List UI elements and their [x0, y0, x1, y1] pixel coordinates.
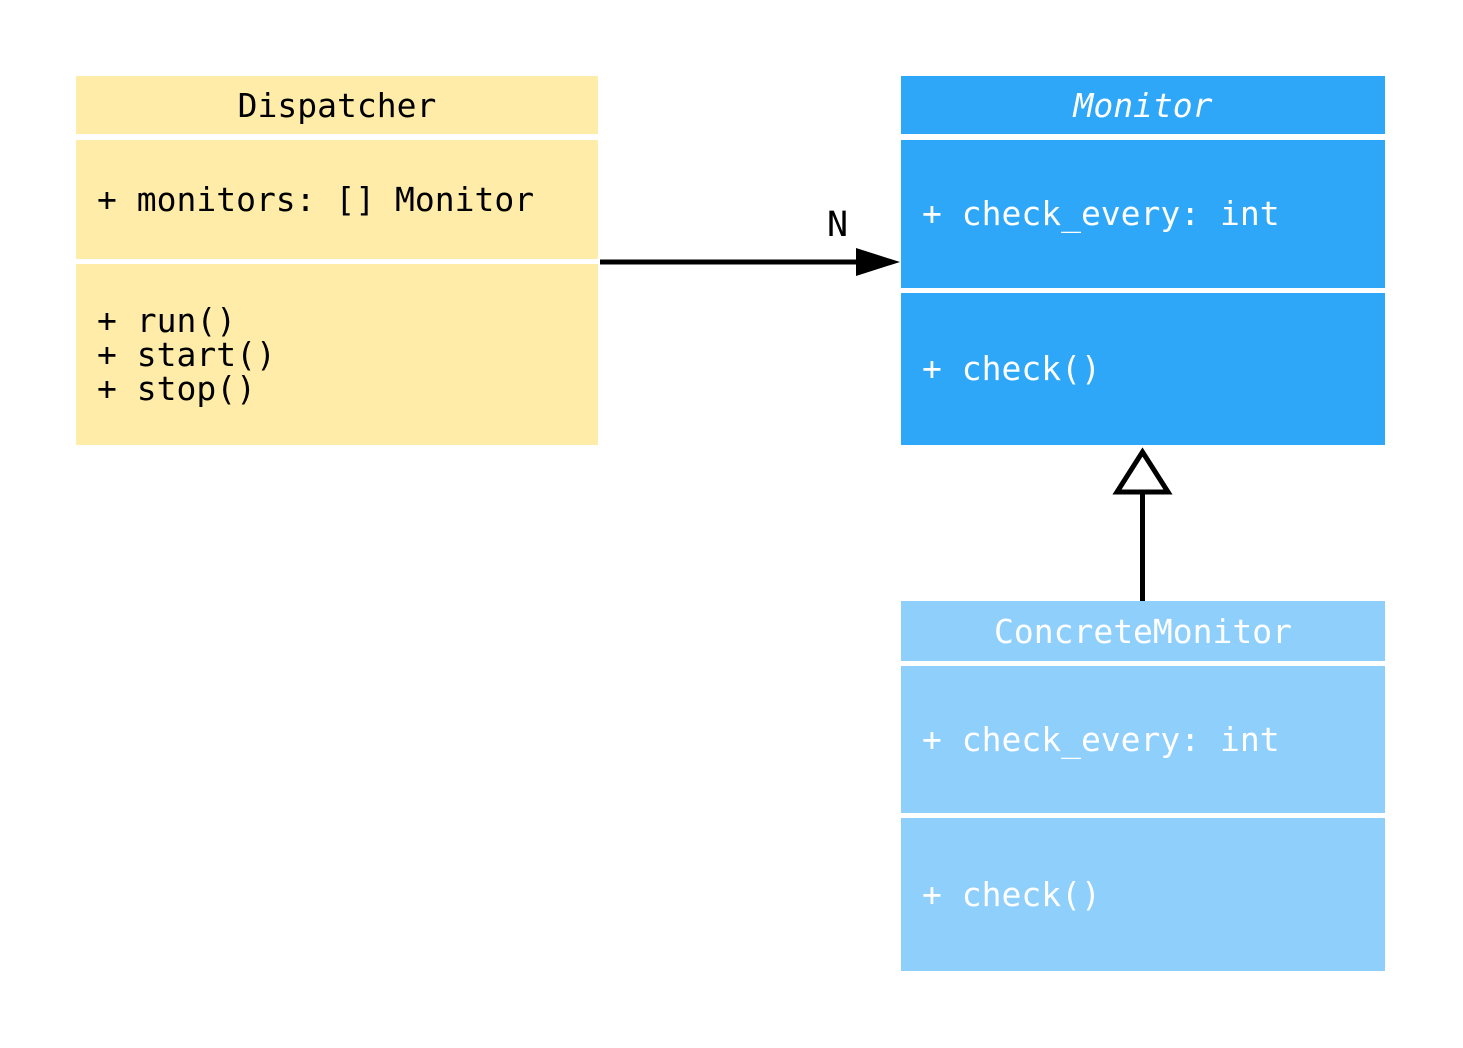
association-edge-dispatcher-monitor [600, 248, 900, 276]
class-box-concretemonitor: ConcreteMonitor + check_every: int + che… [901, 601, 1385, 971]
method-check: + check() [922, 874, 1101, 914]
class-title-concretemonitor: ConcreteMonitor [901, 601, 1385, 661]
class-box-monitor: Monitor + check_every: int + check() [901, 76, 1385, 445]
attribute-check-every: + check_every: int [922, 194, 1280, 233]
attribute-monitors: + monitors: [] Monitor [97, 179, 535, 219]
class-attributes-monitor: + check_every: int [901, 140, 1385, 288]
class-methods-monitor: + check() [901, 293, 1385, 445]
class-title-monitor: Monitor [901, 76, 1385, 134]
method-stop: + stop() [97, 368, 256, 408]
inheritance-edge-concretemonitor-monitor [1112, 447, 1173, 601]
association-multiplicity-label: N [827, 205, 849, 245]
attribute-check-every: + check_every: int [922, 719, 1280, 759]
association-arrowhead-icon [856, 248, 900, 276]
class-methods-concretemonitor: + check() [901, 818, 1385, 971]
class-methods-dispatcher: + run() + start() + stop() [76, 264, 598, 445]
method-start: + start() [97, 334, 276, 374]
class-title-dispatcher: Dispatcher [76, 76, 598, 134]
inheritance-triangle-icon [1112, 447, 1173, 495]
method-run: + run() [97, 300, 237, 340]
method-check: + check() [922, 349, 1101, 388]
class-box-dispatcher: Dispatcher + monitors: [] Monitor + run(… [76, 76, 598, 445]
class-attributes-dispatcher: + monitors: [] Monitor [76, 140, 598, 259]
class-attributes-concretemonitor: + check_every: int [901, 666, 1385, 813]
